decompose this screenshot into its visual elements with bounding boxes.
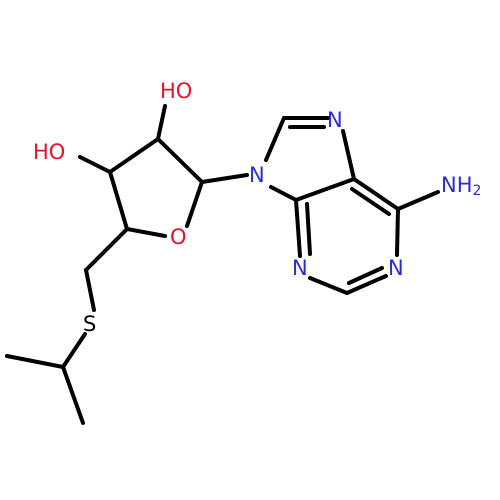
bond-s-ch — [61, 332, 87, 369]
bond-c4-n9 — [269, 185, 298, 202]
bond-c1-c2 — [156, 137, 204, 184]
bond-c4-n3 — [294, 198, 302, 258]
bond-c5-s — [84, 268, 96, 312]
atom-sulfur: S — [83, 312, 96, 336]
bond-c6-c5-double — [350, 187, 391, 216]
atom-n9: N — [249, 163, 265, 187]
bond-c2-n1 — [345, 274, 388, 295]
atom-amino-main: NH — [441, 173, 473, 197]
atom-oh-top: HO — [160, 79, 192, 103]
bond-ch-me1 — [5, 354, 65, 369]
bond-ch-me2 — [61, 365, 85, 425]
atom-labels: HO HO O S N N N N NH2 — [33, 79, 481, 336]
atom-n7: N — [327, 108, 343, 132]
bond-c4-o — [125, 227, 167, 238]
bond-c5-c4 — [294, 177, 356, 202]
bond-o-c1 — [185, 180, 204, 228]
atom-n1: N — [388, 256, 404, 280]
bonds — [5, 104, 440, 425]
bond-n7-c5 — [341, 129, 356, 181]
bond-c6-nh2 — [396, 190, 440, 211]
bond-n3-c2 — [308, 276, 349, 295]
atom-amino: NH2 — [441, 173, 481, 199]
bond-n9-c8 — [264, 116, 286, 162]
atom-n3: N — [292, 256, 308, 280]
atom-ring-oxygen: O — [170, 225, 187, 249]
atom-oh-left: HO — [33, 140, 65, 164]
bond-c3-oh — [78, 155, 112, 174]
bond-c2-n1-double — [347, 266, 384, 285]
bond-c4-n3-double — [305, 202, 312, 256]
atom-amino-subscript: 2 — [473, 183, 482, 199]
bond-n1-c6 — [395, 207, 400, 257]
bond-c4-c5 — [84, 227, 129, 272]
bond-c2-oh — [156, 104, 167, 141]
bond-c6-c5 — [352, 177, 400, 211]
bond-c2-c3 — [108, 137, 160, 174]
bond-c1-n9 — [200, 173, 249, 184]
bond-c3-c4 — [108, 170, 129, 231]
